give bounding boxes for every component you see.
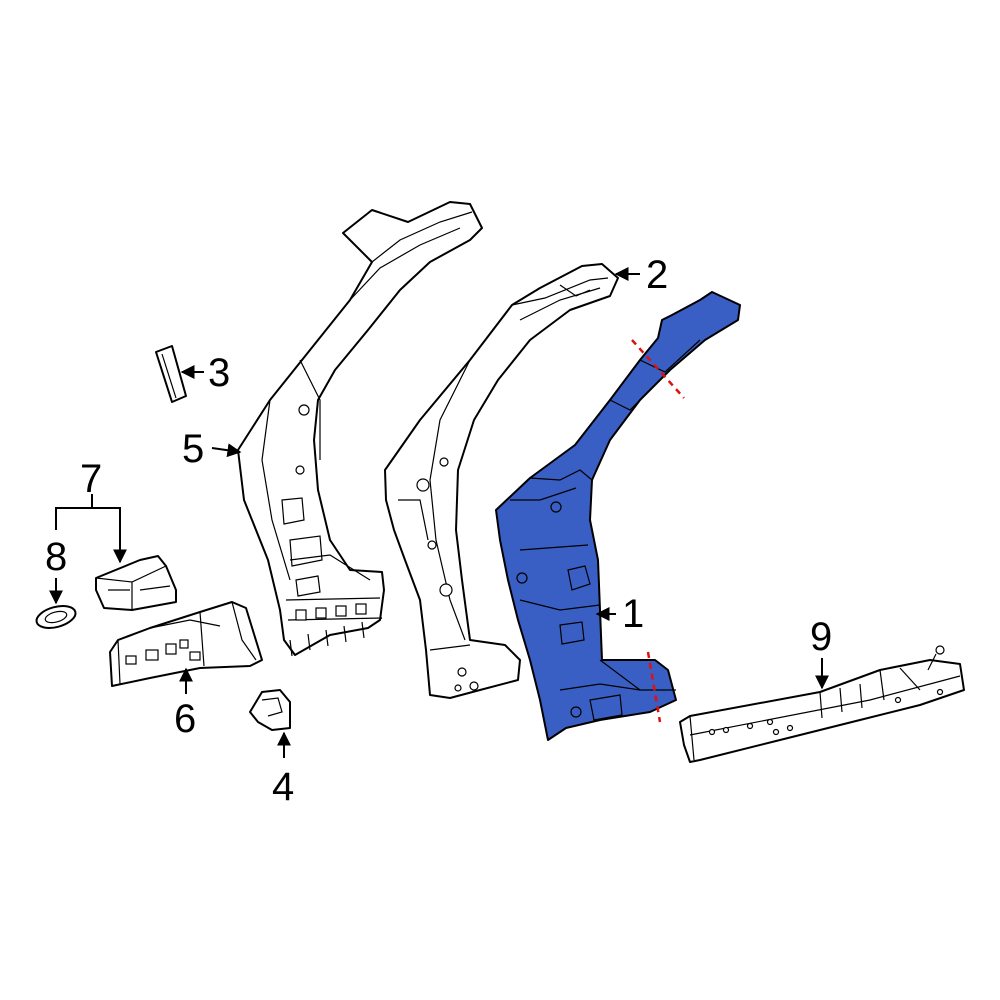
hinge-pillar-body[interactable] (495, 291, 741, 741)
callout-7: 7 (80, 457, 102, 501)
hinge-pillar-highlighted[interactable] (495, 291, 741, 741)
callout-1: 1 (622, 592, 644, 636)
oval-plug[interactable] (34, 602, 78, 632)
callout-2: 2 (646, 253, 668, 297)
leader-lines (49, 267, 829, 758)
cut-lines (631, 339, 685, 723)
callout-labels: 1 2 3 4 5 6 7 8 9 (45, 253, 832, 809)
callout-9: 9 (810, 615, 832, 659)
inner-pillar-panel[interactable] (384, 263, 619, 699)
callout-3: 3 (208, 351, 230, 395)
outer-pillar-panel[interactable] (237, 201, 483, 657)
callout-5: 5 (182, 427, 204, 471)
callout-6: 6 (174, 697, 196, 741)
lower-bracket[interactable] (249, 689, 291, 731)
rocker-panel[interactable] (679, 645, 965, 763)
rocker-reinforcement[interactable] (109, 601, 263, 687)
callout-4: 4 (272, 765, 294, 809)
reinforcement-bracket[interactable] (95, 555, 177, 611)
small-bracket[interactable] (155, 345, 187, 403)
callout-8: 8 (45, 535, 67, 579)
